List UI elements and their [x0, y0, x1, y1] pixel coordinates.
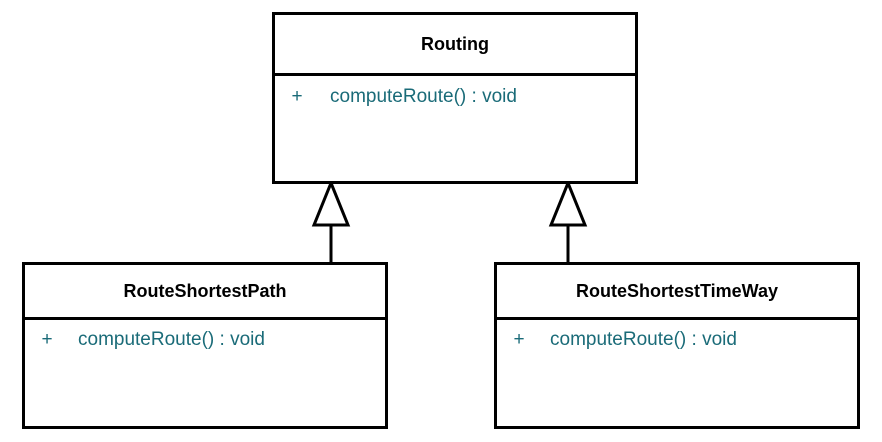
uml-operations-compartment-routing: + computeRoute() : void: [275, 76, 635, 181]
uml-class-route-shortest-path[interactable]: RouteShortestPath + computeRoute() : voi…: [22, 262, 388, 429]
uml-class-name-route-shortest-time-way: RouteShortestTimeWay: [575, 280, 779, 301]
uml-class-header-route-shortest-time-way: RouteShortestTimeWay: [497, 265, 857, 320]
uml-visibility-marker: +: [513, 329, 525, 350]
uml-class-header-route-shortest-path: RouteShortestPath: [25, 265, 385, 320]
uml-operation-row[interactable]: + computeRoute() : void: [275, 86, 517, 108]
uml-operation-row[interactable]: + computeRoute() : void: [25, 329, 265, 351]
uml-class-routing[interactable]: Routing + computeRoute() : void: [272, 12, 638, 184]
uml-visibility-marker: +: [41, 329, 53, 350]
uml-class-header-routing: Routing: [275, 15, 635, 76]
uml-operation-signature: computeRoute() : void: [78, 329, 265, 350]
uml-class-name-route-shortest-path: RouteShortestPath: [123, 280, 287, 301]
uml-operations-compartment-route-shortest-path: + computeRoute() : void: [25, 320, 385, 426]
generalization-route-shortest-time-way-to-routing[interactable]: [537, 179, 599, 265]
uml-visibility-marker: +: [291, 86, 303, 107]
uml-operation-signature: computeRoute() : void: [550, 329, 737, 350]
uml-operation-row[interactable]: + computeRoute() : void: [497, 329, 737, 351]
uml-class-name-routing: Routing: [421, 33, 489, 54]
uml-operations-compartment-route-shortest-time-way: + computeRoute() : void: [497, 320, 857, 426]
generalization-route-shortest-path-to-routing[interactable]: [300, 179, 362, 265]
uml-operation-signature: computeRoute() : void: [330, 86, 517, 107]
uml-class-route-shortest-time-way[interactable]: RouteShortestTimeWay + computeRoute() : …: [494, 262, 860, 429]
generalization-arrow-icon: [311, 179, 351, 265]
generalization-arrow-icon: [548, 179, 588, 265]
